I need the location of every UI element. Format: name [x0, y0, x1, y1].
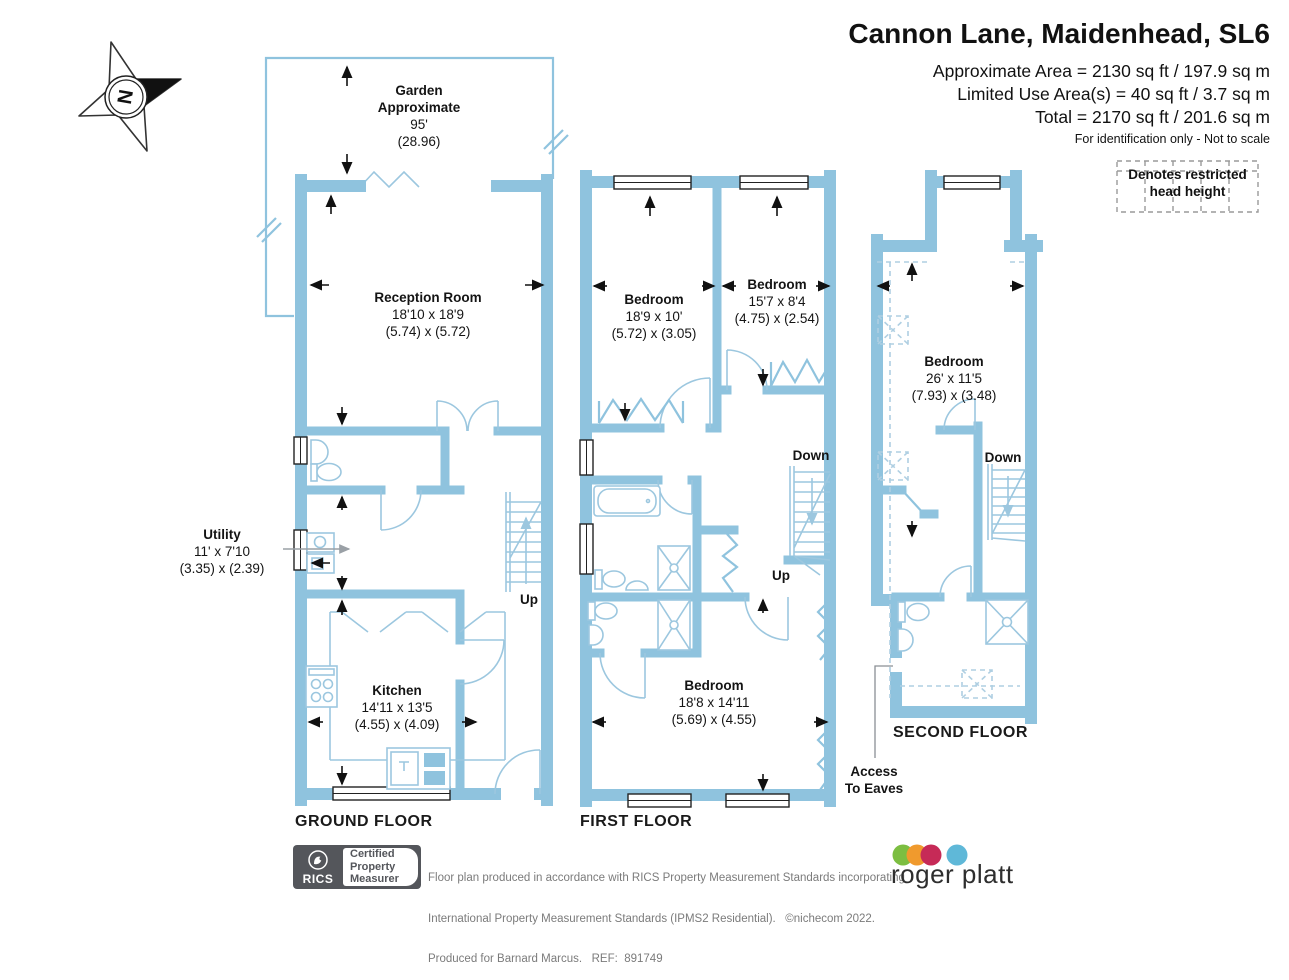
area-summary: Approximate Area = 2130 sq ft / 197.9 sq…: [933, 60, 1270, 129]
eaves-callout-line: [874, 665, 893, 758]
ground-stairs-up-label: Up: [520, 592, 538, 607]
scale-note: For identification only - Not to scale: [1074, 132, 1270, 146]
toilet-icon: [897, 601, 930, 623]
restricted-legend-label: Denotes restricted head height: [1128, 167, 1247, 199]
second-floor-title: SECOND FLOOR: [893, 724, 1028, 741]
window: [579, 175, 809, 808]
measurement-arrows: [876, 262, 1025, 538]
eaves-zigzag: [721, 533, 832, 791]
access-to-eaves-label: Access To Eaves: [844, 764, 904, 796]
ground-floor-title: GROUND FLOOR: [295, 813, 433, 830]
rics-lion-icon: [308, 849, 328, 870]
sink-icon: [310, 439, 329, 465]
washer-icon: [306, 532, 335, 574]
restricted-dashed-area: [877, 261, 1027, 699]
second-stairs-down-label: Down: [984, 450, 1022, 465]
limited-use-area: Limited Use Area(s) = 40 sq ft / 3.7 sq …: [957, 84, 1270, 104]
measurement-arrows: [283, 65, 545, 786]
door-arc: [901, 398, 976, 598]
toilet-icon: [310, 462, 342, 482]
second-floor-plan: [871, 170, 1043, 758]
roger-platt-wordmark: roger platt: [891, 859, 1014, 889]
shower-icon: [657, 545, 691, 651]
kitchen-sink-icon: [386, 747, 451, 790]
certified-property-measurer-label: Certified Property Measurer: [343, 848, 418, 886]
bedroom1-label: Bedroom 18'9 x 10' (5.72) x (3.05): [611, 292, 697, 341]
bedroom2-label: Bedroom 15'7 x 8'4 (4.75) x (2.54): [734, 277, 820, 326]
bedroom4-label: Bedroom 26' x 11'5 (7.93) x (3.48): [911, 354, 997, 403]
window: [943, 175, 1001, 190]
floorplan-graphics: .w12{stroke:#8FC3DE;stroke-width:12;fill…: [78, 41, 1259, 866]
utility-label: Utility 11' x 7'10 (3.35) x (2.39): [179, 527, 265, 576]
first-stairs-down-label: Down: [792, 448, 830, 463]
compass-rose-icon: N: [78, 41, 182, 152]
stairs-down: [987, 464, 1026, 542]
sink-icon: [588, 580, 649, 646]
total-area: Total = 2170 sq ft / 201.6 sq m: [1035, 107, 1270, 127]
first-floor-plan: [579, 170, 836, 808]
stairs-up: [505, 492, 542, 592]
page-title: Cannon Lane, Maidenhead, SL6: [848, 18, 1270, 49]
garden-outline: [256, 56, 569, 318]
kitchen-label: Kitchen 14'11 x 13'5 (4.55) x (4.09): [354, 683, 440, 732]
bath-icon: [593, 485, 661, 517]
door-arc: [599, 349, 789, 699]
sink-icon: [897, 628, 914, 652]
door-arc: [380, 400, 541, 795]
first-stairs-up-label: Up: [772, 568, 790, 583]
approximate-area: Approximate Area = 2130 sq ft / 197.9 sq…: [932, 61, 1270, 81]
shower-icon: [985, 599, 1029, 645]
bedroom3-label: Bedroom 18'8 x 14'11 (5.69) x (4.55): [671, 678, 757, 727]
compass-north-label: N: [114, 88, 138, 106]
stairs-down: [789, 466, 831, 576]
first-floor-title: FIRST FLOOR: [580, 813, 693, 830]
restricted-legend-box: [1116, 160, 1259, 213]
rics-badge: RICS Certified Property Measurer: [293, 845, 421, 889]
ground-floor-plan: [256, 56, 569, 806]
roger-platt-dots-icon: [892, 844, 968, 866]
reception-room-label: Reception Room 18'10 x 18'9 (5.74) x (5.…: [374, 290, 482, 339]
rics-wordmark: RICS: [302, 871, 334, 886]
wardrobe-zigzag: [597, 357, 831, 424]
floorplan-page: { "header": { "title": "Cannon Lane, Mai…: [78, 18, 1270, 965]
stove-icon: [305, 665, 338, 708]
garden-label: Garden Approximate 95' (28.96): [377, 83, 461, 149]
window: [293, 436, 451, 801]
toilet-icon: [587, 569, 626, 621]
measurement-arrows: [591, 195, 831, 792]
disclaimer-text: Floor plan produced in accordance with R…: [428, 872, 905, 965]
